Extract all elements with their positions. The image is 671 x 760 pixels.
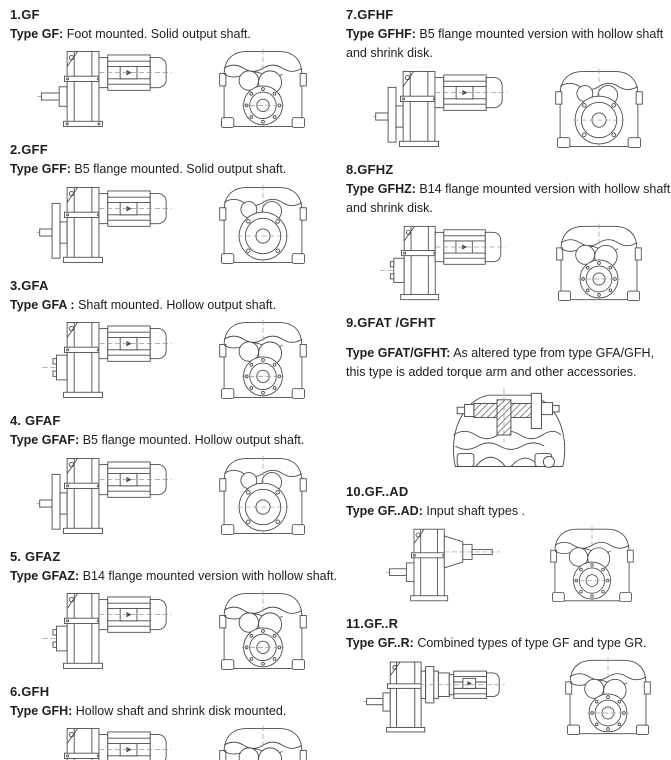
section-heading: 9.GFAT /GFHT xyxy=(346,314,436,330)
type-description-text: Shaft mounted. Hollow output shaft. xyxy=(78,297,277,312)
section-gfa: 3.GFA Type GFA : Shaft mounted. Hollow o… xyxy=(10,271,338,402)
section-description: Type GFHZ: B14 flange mounted version wi… xyxy=(346,180,671,219)
gearmotor-hollow-side-view-drawing xyxy=(35,589,185,673)
drawings-row xyxy=(346,385,671,473)
left-column: 1.GF Type GF: Foot mounted. Solid output… xyxy=(10,0,338,760)
drawings-row xyxy=(346,222,671,304)
drawings-row xyxy=(10,318,338,402)
type-description-text: B5 flange mounted. Hollow output shaft. xyxy=(82,433,305,448)
combined-gearmotor-side-view-drawing xyxy=(363,658,531,736)
type-description-text: B5 flange mounted. Solid output shaft. xyxy=(74,162,287,177)
section-gf-r: 11.GF..R Type GF..R: Combined types of t… xyxy=(346,609,671,738)
gearbox-flange-front-view-drawing xyxy=(213,183,313,267)
section-description: Type GFAF: B5 flange mounted. Hollow out… xyxy=(10,431,338,450)
type-description-text: B5 flange mounted version with hollow sh… xyxy=(346,27,664,61)
drawings-row xyxy=(10,589,338,673)
section-gf: 1.GF Type GF: Foot mounted. Solid output… xyxy=(10,0,338,131)
section-gfhz: 8.GFHZ Type GFHZ: B14 flange mounted ver… xyxy=(346,155,671,304)
gearbox-front-view-drawing xyxy=(213,318,313,402)
type-label: Type GFAF: xyxy=(10,433,80,448)
drawings-row xyxy=(346,656,671,738)
section-gfh: 6.GFH Type GFH: Hollow shaft and shrink … xyxy=(10,677,338,760)
section-description: Type GFA : Shaft mounted. Hollow output … xyxy=(10,296,338,315)
type-label: Type GF..R: xyxy=(346,635,414,650)
type-label: Type GFHF: xyxy=(346,27,416,41)
section-description: Type GFH: Hollow shaft and shrink disk m… xyxy=(10,702,338,721)
section-gfhf: 7.GFHF Type GFHF: B5 flange mounted vers… xyxy=(346,0,671,151)
section-heading: 3.GFA xyxy=(10,277,49,293)
gearmotor-shrink-disk-side-view-drawing xyxy=(35,724,185,760)
section-heading: 6.GFH xyxy=(10,683,50,699)
section-heading: 1.GF xyxy=(10,7,40,22)
right-column: 7.GFHF Type GFHF: B5 flange mounted vers… xyxy=(346,0,671,742)
gearbox-front-view-drawing xyxy=(559,656,657,738)
drawings-row xyxy=(10,724,338,760)
section-description: Type GFHF: B5 flange mounted version wit… xyxy=(346,25,671,64)
type-label: Type GFH: xyxy=(10,703,73,718)
gearmotor-flange-side-view-drawing xyxy=(35,454,185,538)
gearmotor-hollow-side-view-drawing xyxy=(371,222,521,304)
section-description: Type GFAZ: B14 flange mounted version wi… xyxy=(10,567,338,586)
section-heading: 5. GFAZ xyxy=(10,548,61,564)
section-heading: 8.GFHZ xyxy=(346,161,394,177)
drawings-row xyxy=(10,454,338,538)
type-label: Type GFAT/GFHT: xyxy=(346,345,451,360)
gearbox-input-shaft-side-view-drawing xyxy=(381,525,516,605)
type-label: Type GFAZ: xyxy=(10,568,80,583)
gearmotor-flange-side-view-drawing xyxy=(35,183,185,267)
type-label: Type GFF: xyxy=(10,162,71,177)
drawings-row xyxy=(346,67,671,151)
gearbox-front-view-drawing xyxy=(549,222,649,304)
gearbox-front-view-drawing xyxy=(213,724,313,760)
type-label: Type GFHZ: xyxy=(346,181,416,196)
section-description: Type GF..AD: Input shaft types . xyxy=(346,502,671,521)
type-label: Type GF..AD: xyxy=(346,504,423,519)
gearmotor-flange-side-view-drawing xyxy=(371,67,521,151)
section-description: Type GFAT/GFHT: As altered type from typ… xyxy=(346,344,671,383)
section-description: Type GF: Foot mounted. Solid output shaf… xyxy=(10,25,338,44)
drawings-row xyxy=(10,183,338,267)
section-heading: 11.GF..R xyxy=(346,615,399,631)
type-description-text: Combined types of type GF and type GR. xyxy=(417,635,647,650)
section-gfaz: 5. GFAZ Type GFAZ: B14 flange mounted ve… xyxy=(10,542,338,673)
gearbox-flange-front-view-drawing xyxy=(213,454,313,538)
section-heading: 2.GFF xyxy=(10,142,48,158)
type-description-text: Hollow shaft and shrink disk mounted. xyxy=(75,703,287,718)
section-description: Type GFF: B5 flange mounted. Solid outpu… xyxy=(10,160,338,179)
drawings-row xyxy=(10,47,338,131)
section-gff: 2.GFF Type GFF: B5 flange mounted. Solid… xyxy=(10,135,338,266)
gearbox-flange-front-view-drawing xyxy=(549,67,649,151)
type-label: Type GF: xyxy=(10,27,64,41)
section-heading: 4. GFAF xyxy=(10,413,61,429)
torque-arm-mounted-drawing xyxy=(435,385,585,473)
gearbox-front-view-drawing xyxy=(544,525,640,605)
section-heading: 10.GF..AD xyxy=(346,484,409,500)
section-gfaf: 4. GFAF Type GFAF: B5 flange mounted. Ho… xyxy=(10,406,338,537)
drawings-row xyxy=(346,525,671,605)
gearmotor-side-view-drawing xyxy=(35,47,185,131)
section-gfat-gfht: 9.GFAT /GFHT Type GFAT/GFHT: As altered … xyxy=(346,308,671,474)
type-description-text: B14 flange mounted version with hollow s… xyxy=(346,181,671,216)
gearmotor-hollow-side-view-drawing xyxy=(35,318,185,402)
type-description-text: Input shaft types . xyxy=(426,504,526,519)
gearbox-front-view-drawing xyxy=(213,589,313,673)
type-description-text: B14 flange mounted version with hollow s… xyxy=(82,568,338,583)
section-heading: 7.GFHF xyxy=(346,7,394,22)
section-gf-ad: 10.GF..AD Type GF..AD: Input shaft types… xyxy=(346,477,671,604)
type-description-text: As altered type from type GFA/GFH, this … xyxy=(346,345,654,379)
type-label: Type GFA : xyxy=(10,297,75,312)
type-description-text: Foot mounted. Solid output shaft. xyxy=(66,27,251,41)
gearbox-front-view-drawing xyxy=(213,47,313,131)
section-description: Type GF..R: Combined types of type GF an… xyxy=(346,634,671,653)
